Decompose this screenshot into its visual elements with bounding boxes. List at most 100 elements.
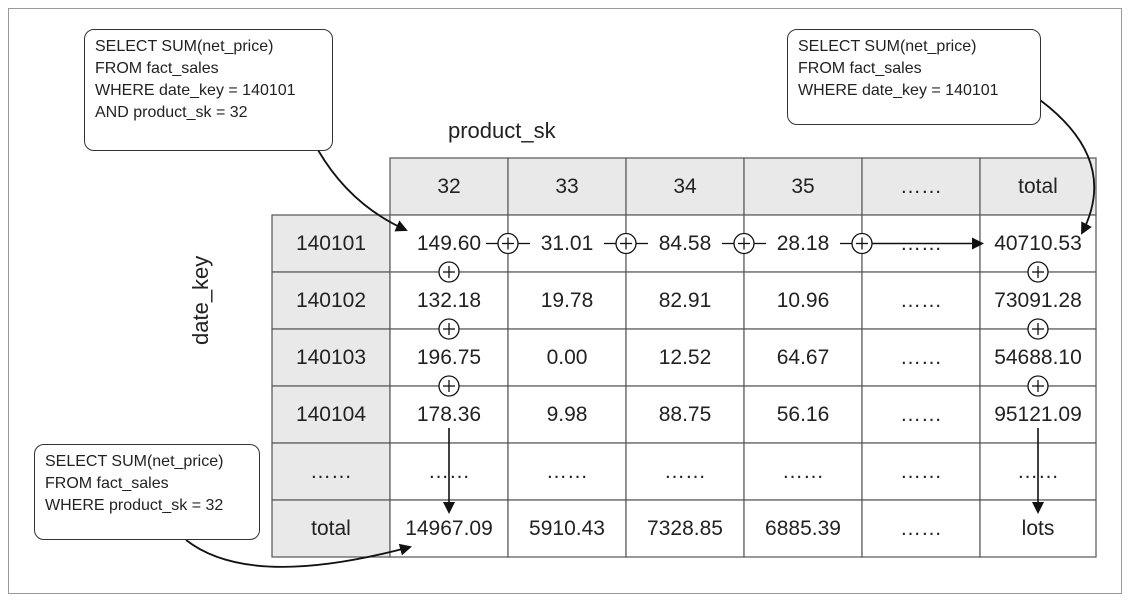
cell-value: 73091.28 xyxy=(994,289,1082,312)
plus-icon xyxy=(851,232,873,255)
row-header-label: 140101 xyxy=(296,232,366,255)
query-line: FROM fact_sales xyxy=(95,60,219,77)
cell-value: 178.36 xyxy=(417,403,481,426)
query-cell-box: SELECT SUM(net_price) FROM fact_sales WH… xyxy=(84,29,333,151)
cell-value: 12.52 xyxy=(659,346,712,369)
plus-icon xyxy=(438,375,460,397)
column-header-cell xyxy=(389,157,509,216)
query-line: SELECT SUM(net_price) xyxy=(798,38,977,55)
plus-icon xyxy=(615,232,637,255)
column-header-label: 33 xyxy=(555,175,578,198)
cell-value: lots xyxy=(1022,517,1055,540)
plus-icon xyxy=(438,261,460,283)
cell-value: 95121.09 xyxy=(994,403,1082,426)
cell-value: …… xyxy=(900,289,942,312)
row-header-label: …… xyxy=(310,460,352,483)
cell-value: 64.67 xyxy=(777,346,830,369)
cell-value: 7328.85 xyxy=(647,517,723,540)
column-header-label: total xyxy=(1018,175,1058,198)
cell-value: …… xyxy=(900,460,942,483)
query-line: SELECT SUM(net_price) xyxy=(95,38,274,55)
callout-arrow-cell xyxy=(317,149,408,232)
cell-value: 14967.09 xyxy=(405,517,493,540)
cell-value: 82.91 xyxy=(659,289,712,312)
cell-value: 19.78 xyxy=(541,289,594,312)
column-header-label: 32 xyxy=(437,175,460,198)
table-cell xyxy=(743,328,863,387)
table-cell xyxy=(507,271,627,330)
plus-icon xyxy=(733,232,755,255)
row-header-label: 140103 xyxy=(296,346,366,369)
query-line: WHERE date_key = 140101 xyxy=(95,82,296,99)
table-cell xyxy=(861,442,981,501)
cell-value: …… xyxy=(546,460,588,483)
row-header-cell xyxy=(271,442,391,501)
cell-value: 149.60 xyxy=(417,232,481,255)
diagram-frame xyxy=(8,8,1122,594)
cell-value: 0.00 xyxy=(547,346,588,369)
column-header-cell xyxy=(625,157,745,216)
column-header-cell xyxy=(743,157,863,216)
table-cell xyxy=(743,271,863,330)
cell-value: 40710.53 xyxy=(994,232,1082,255)
cell-value: 5910.43 xyxy=(529,517,605,540)
cell-value: …… xyxy=(900,346,942,369)
table-cell xyxy=(507,499,627,558)
cell-value: 10.96 xyxy=(777,289,830,312)
cell-value: 54688.10 xyxy=(994,346,1082,369)
cell-value: 31.01 xyxy=(541,232,594,255)
cell-value: 84.58 xyxy=(659,232,712,255)
row-header-label: total xyxy=(311,517,351,540)
column-header-cell xyxy=(979,157,1097,216)
table-cell xyxy=(861,385,981,444)
table-cell xyxy=(861,271,981,330)
query-line: AND product_sk = 32 xyxy=(95,104,248,121)
query-line: WHERE product_sk = 32 xyxy=(45,497,224,514)
column-header-label: 35 xyxy=(791,175,814,198)
cell-value: 9.98 xyxy=(547,403,588,426)
column-header-label: …… xyxy=(900,175,942,198)
table-cell xyxy=(507,385,627,444)
table-cell xyxy=(625,442,745,501)
callout-arrow-row-total xyxy=(1039,99,1096,235)
query-line: FROM fact_sales xyxy=(45,475,169,492)
query-line: FROM fact_sales xyxy=(798,60,922,77)
query-row-total-box: SELECT SUM(net_price) FROM fact_sales WH… xyxy=(787,29,1041,125)
column-header-cell xyxy=(861,157,981,216)
table-cell xyxy=(625,385,745,444)
table-cell xyxy=(743,442,863,501)
cell-value: …… xyxy=(900,517,942,540)
cell-value: …… xyxy=(782,460,824,483)
table-cell xyxy=(743,499,863,558)
plus-icon xyxy=(497,232,519,255)
query-line: WHERE date_key = 140101 xyxy=(798,82,999,99)
row-header-cell xyxy=(271,385,391,444)
row-header-cell xyxy=(271,328,391,387)
table-cell xyxy=(861,499,981,558)
row-header-cell xyxy=(271,214,391,273)
table-cell xyxy=(625,499,745,558)
plus-icon xyxy=(438,318,460,340)
query-column-total-box: SELECT SUM(net_price) FROM fact_sales WH… xyxy=(34,444,260,540)
row-header-label: 140102 xyxy=(296,289,366,312)
table-cell xyxy=(743,385,863,444)
callout-arrow-column-total xyxy=(185,539,412,568)
cell-value: 56.16 xyxy=(777,403,830,426)
cell-value: 132.18 xyxy=(417,289,481,312)
column-axis-label: product_sk xyxy=(448,118,556,143)
column-header-label: 34 xyxy=(673,175,697,198)
cell-value: 28.18 xyxy=(777,232,830,255)
plus-icon xyxy=(1027,318,1049,340)
plus-icon xyxy=(1027,261,1049,283)
cell-value: 6885.39 xyxy=(765,517,841,540)
cell-value: …… xyxy=(664,460,706,483)
row-header-label: 140104 xyxy=(296,403,366,426)
cell-value: 196.75 xyxy=(417,346,481,369)
cell-value: 88.75 xyxy=(659,403,712,426)
plus-icon xyxy=(1027,375,1049,397)
table-cell xyxy=(625,328,745,387)
cell-value: …… xyxy=(900,403,942,426)
row-header-cell xyxy=(271,271,391,330)
